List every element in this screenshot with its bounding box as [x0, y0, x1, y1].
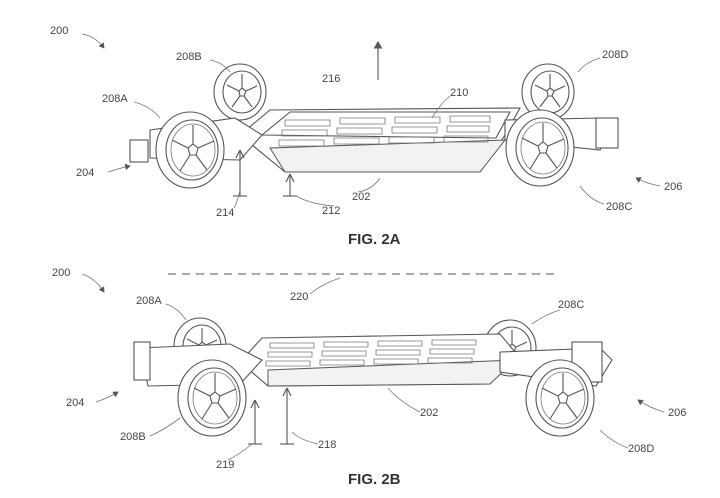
ref-206: 206: [664, 181, 682, 193]
ref-216: 216: [322, 73, 340, 85]
ref-208c-b: 208C: [558, 299, 584, 311]
wheel-208a: [155, 111, 225, 189]
ref-208a: 208A: [102, 93, 128, 105]
ref-208a-b: 208A: [136, 295, 162, 307]
ref-219: 219: [216, 459, 234, 471]
ref-220: 220: [290, 291, 308, 303]
ref-202-b: 202: [420, 407, 438, 419]
height-marker-212: [283, 173, 297, 197]
wheel-208d-b: [525, 359, 595, 437]
leader-lines-2b: [81, 273, 665, 461]
ref-200: 200: [50, 25, 68, 37]
caption-fig-2b: FIG. 2B: [348, 471, 401, 488]
ref-214: 214: [216, 207, 234, 219]
ref-204: 204: [76, 167, 94, 179]
ref-208b: 208B: [176, 51, 202, 63]
leader-lines-2a: [81, 33, 661, 209]
ref-208d-b: 208D: [628, 443, 654, 455]
ref-204-b: 204: [66, 397, 84, 409]
figure-2b: 200 208A 208B 208C 208D 204 206 220 202 …: [52, 267, 686, 488]
caption-fig-2a: FIG. 2A: [348, 231, 401, 248]
wheel-208b-b: [177, 359, 247, 437]
ref-200-b: 200: [52, 267, 70, 279]
height-marker-218: [280, 387, 294, 445]
ref-206-b: 206: [668, 407, 686, 419]
ref-208d: 208D: [602, 49, 628, 61]
ref-208b-b: 208B: [120, 431, 146, 443]
ref-202: 202: [352, 191, 370, 203]
height-marker-219: [248, 399, 262, 445]
ref-210: 210: [450, 87, 468, 99]
ref-208c: 208C: [606, 201, 632, 213]
figure-2a: 200 208A 208B 208D 208C 204 206 210 216 …: [50, 25, 682, 248]
wheel-208b: [213, 63, 267, 121]
height-marker-214: [233, 149, 247, 197]
wheel-208c: [505, 109, 575, 187]
ref-218: 218: [318, 439, 336, 451]
ref-212: 212: [322, 205, 340, 217]
battery-array: [278, 115, 491, 147]
battery-array-b: [265, 339, 477, 367]
